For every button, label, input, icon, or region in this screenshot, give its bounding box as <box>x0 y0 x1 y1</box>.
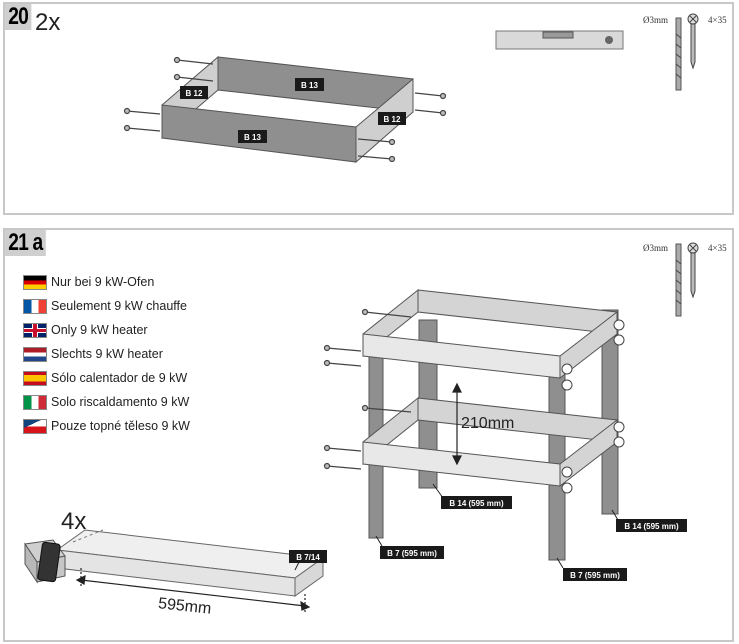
drill-bit-icon <box>675 17 682 91</box>
label-bg <box>295 78 324 91</box>
note-en: Only 9 kW heater <box>23 318 190 342</box>
screw-size-label: 4×35 <box>708 15 727 25</box>
part-label-leg-left: B 7 (595 mm) <box>387 549 437 558</box>
note-nl: Slechts 9 kW heater <box>23 342 190 366</box>
flag-uk-icon <box>23 322 47 338</box>
foot-cap-icon <box>37 541 61 583</box>
lower-frame <box>362 396 618 488</box>
screws-left <box>123 56 214 132</box>
part-label-leg-rear: B 14 (595 mm) <box>449 499 504 508</box>
part-label-b12-left: B 12 <box>186 89 203 98</box>
flag-germany-icon <box>23 274 47 290</box>
screw-icon <box>687 242 699 299</box>
part-label-leg-piece: B 7/14 <box>296 553 320 562</box>
screws-left <box>323 308 412 470</box>
note-text: Sólo calentador de 9 kW <box>51 371 188 385</box>
stand-assembly-illustration: 210mm B 14 (595 mm) B 14 (595 mm) B 7 (5… <box>24 242 727 618</box>
leg-piece-illustration <box>24 529 325 597</box>
leg-front-b7 <box>548 361 566 561</box>
frame-assembly-illustration: B 13 B 13 B 12 B 12 Ø3mm 4×35 <box>123 13 727 164</box>
height-dimension-label: 210mm <box>461 415 514 432</box>
length-dimension-label: 595mm <box>157 595 212 617</box>
note-text: Only 9 kW heater <box>51 323 148 337</box>
height-dimension-arrow <box>452 382 462 466</box>
part-label-b13-rear: B 13 <box>301 81 318 90</box>
note-text: Nur bei 9 kW-Ofen <box>51 275 155 289</box>
note-es: Sólo calentador de 9 kW <box>23 366 190 390</box>
part-label-leg-front: B 7 (595 mm) <box>570 571 620 580</box>
note-text: Seulement 9 kW chauffe <box>51 299 187 313</box>
part-label-b13-front: B 13 <box>244 133 261 142</box>
flag-czech-icon <box>23 418 47 434</box>
step-20-panel: 20 2x B 13 B 13 B 12 B 12 <box>3 2 734 215</box>
step-number: 21 a <box>5 230 46 256</box>
note-cs: Pouze topné těleso 9 kW <box>23 414 190 438</box>
part-label-leg-right: B 14 (595 mm) <box>624 522 679 531</box>
note-text: Pouze topné těleso 9 kW <box>51 419 190 433</box>
note-text: Slechts 9 kW heater <box>51 347 163 361</box>
note-text: Solo riscaldamento 9 kW <box>51 395 190 409</box>
language-notes-list: Nur bei 9 kW-Ofen Seulement 9 kW chauffe… <box>23 270 190 438</box>
flag-netherlands-icon <box>23 346 47 362</box>
spirit-level-icon <box>495 30 624 50</box>
flag-italy-icon <box>23 394 47 410</box>
screw-icon <box>687 13 699 70</box>
screw-heads <box>561 319 625 494</box>
step-21a-panel: 21 a Nur bei 9 kW-Ofen Seulement 9 kW ch… <box>3 228 734 642</box>
note-de: Nur bei 9 kW-Ofen <box>23 270 190 294</box>
drill-size-label: Ø3mm <box>643 243 668 253</box>
part-label-b12-right: B 12 <box>384 115 401 124</box>
note-it: Solo riscaldamento 9 kW <box>23 390 190 414</box>
screw-size-label: 4×35 <box>708 243 727 253</box>
quantity-label: 4x <box>61 508 87 535</box>
screws-right <box>357 92 447 163</box>
quantity-label: 2x <box>35 9 61 36</box>
flag-france-icon <box>23 298 47 314</box>
drill-size-label: Ø3mm <box>643 15 668 25</box>
note-fr: Seulement 9 kW chauffe <box>23 294 190 318</box>
step-number: 20 <box>5 4 32 30</box>
flag-spain-icon <box>23 370 47 386</box>
upper-frame <box>362 288 618 380</box>
length-dimension-arrow <box>75 568 311 612</box>
drill-bit-icon <box>675 243 682 317</box>
